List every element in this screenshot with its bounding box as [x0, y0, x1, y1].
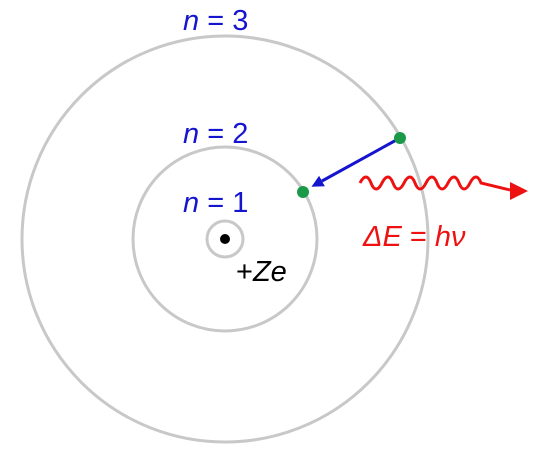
- electron-inner: [297, 186, 309, 198]
- orbit-label-n2: n = 2: [183, 118, 248, 150]
- orbit-n2: [131, 145, 319, 333]
- electron-outer: [394, 132, 406, 144]
- photon-wave: [358, 175, 511, 192]
- orbit-label-n3: n = 3: [183, 5, 248, 37]
- orbit-label-n1: n = 1: [183, 187, 248, 219]
- nucleus-charge-label: +Ze: [236, 256, 287, 288]
- photon-arrowhead: [510, 182, 528, 200]
- orbit-n1: [205, 219, 245, 259]
- photon-energy-label: ΔE = hν: [362, 221, 466, 253]
- orbit-n3: [20, 34, 430, 444]
- nucleus-dot: [220, 234, 230, 244]
- transition-arrow: [311, 136, 401, 187]
